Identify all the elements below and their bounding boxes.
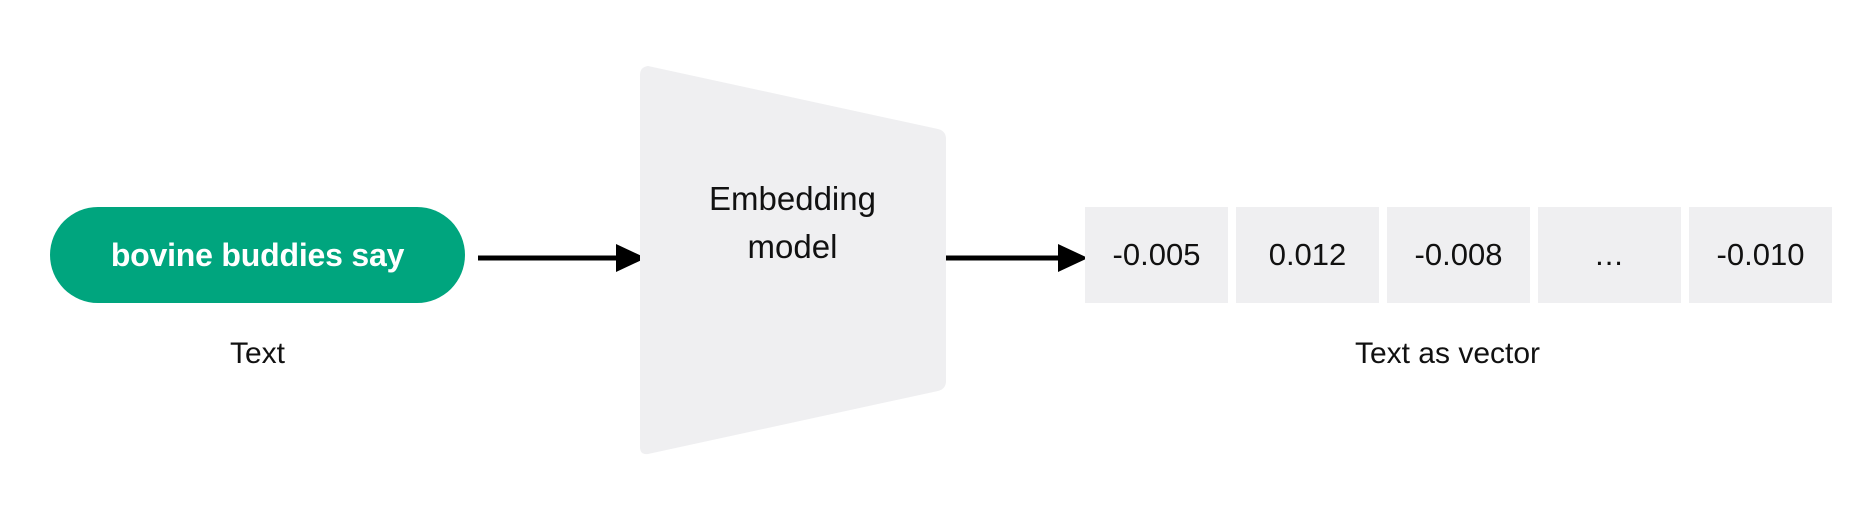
vector-cell-value: -0.008 bbox=[1414, 237, 1503, 272]
vector-cell-value: ... bbox=[1595, 237, 1624, 272]
input-text-pill: bovine buddies say bbox=[50, 207, 465, 303]
vector-cell: -0.010 bbox=[1689, 207, 1832, 303]
vector-cell: 0.012 bbox=[1236, 207, 1379, 303]
vector-cell-row: -0.005 0.012 -0.008 ... -0.010 bbox=[1085, 207, 1832, 303]
arrow-text-to-model-icon bbox=[478, 238, 646, 278]
embedding-model-shape bbox=[630, 55, 960, 465]
vector-cell-value: 0.012 bbox=[1268, 237, 1347, 272]
vector-cell: -0.005 bbox=[1085, 207, 1228, 303]
vector-cell-value: -0.010 bbox=[1716, 237, 1805, 272]
arrow-model-to-vector-icon bbox=[946, 238, 1088, 278]
vector-cell: -0.008 bbox=[1387, 207, 1530, 303]
input-text-pill-label: bovine buddies say bbox=[110, 236, 405, 273]
input-caption: Text bbox=[229, 337, 286, 370]
vector-cell-ellipsis: ... bbox=[1538, 207, 1681, 303]
vector-cell-value: -0.005 bbox=[1112, 237, 1201, 272]
output-caption: Text as vector bbox=[1354, 337, 1541, 370]
